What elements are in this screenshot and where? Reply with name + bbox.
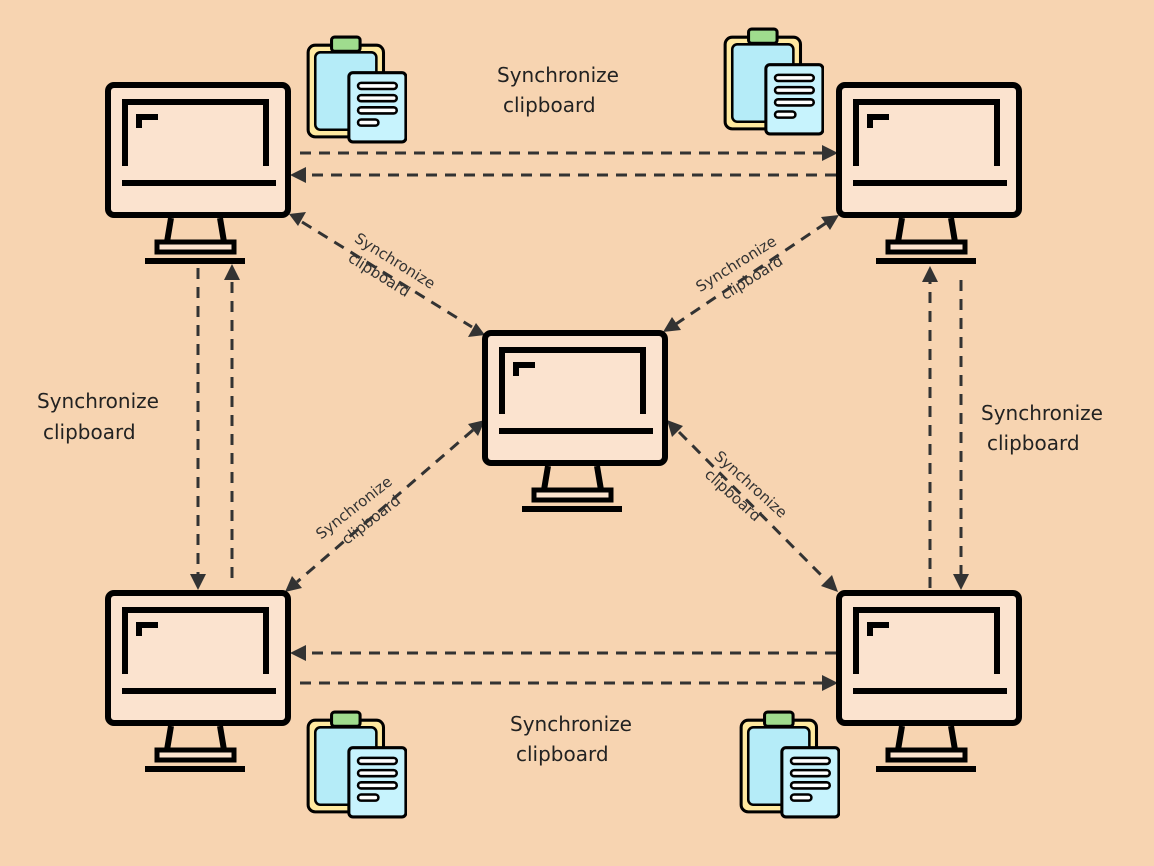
- label-bottom: Synchronize clipboard: [510, 712, 632, 766]
- connector-left-up: [224, 264, 240, 578]
- label-diagonal-top-right: Synchronize clipboard: [693, 232, 786, 304]
- connector-top-to-right: [300, 145, 838, 161]
- label-right: Synchronize clipboard: [981, 401, 1103, 455]
- connector-diagonal-top-right: [663, 215, 839, 332]
- clipboard-icon-top-left: [306, 35, 407, 144]
- computer-top-right-monitor-icon: [839, 85, 1019, 261]
- label-right-line2: clipboard: [987, 431, 1080, 455]
- label-right-line1: Synchronize: [981, 401, 1103, 425]
- clipboard-icon-bottom-left: [306, 710, 407, 819]
- connector-right-down: [953, 280, 969, 590]
- computer-top-left-monitor-icon: [108, 85, 288, 261]
- label-top-line2: clipboard: [503, 93, 596, 117]
- label-left-line1: Synchronize: [37, 389, 159, 413]
- label-bottom-line1: Synchronize: [510, 712, 632, 736]
- label-bottom-line2: clipboard: [516, 742, 609, 766]
- connector-bottom-to-right: [300, 675, 838, 691]
- clipboard-icon-top-right: [723, 27, 824, 136]
- connector-diagonal-bottom-right: [667, 420, 838, 592]
- computer-bottom-left-monitor-icon: [108, 593, 288, 769]
- label-diagonal-bottom-right: Synchronize clipboard: [701, 447, 791, 525]
- label-top: Synchronize clipboard: [497, 63, 619, 117]
- label-left-line2: clipboard: [43, 420, 136, 444]
- connector-bottom-to-left: [290, 645, 836, 661]
- clipboard-icon-bottom-right: [739, 710, 840, 819]
- connector-right-up: [922, 266, 938, 588]
- computer-bottom-right-monitor-icon: [839, 593, 1019, 769]
- connector-diagonal-bottom-left: [285, 420, 485, 592]
- computer-center-monitor-icon: [485, 333, 665, 509]
- connector-top-to-left: [290, 167, 836, 183]
- connector-diagonal-top-left: [289, 212, 485, 337]
- label-diagonal-bottom-left: Synchronize clipboard: [312, 473, 404, 549]
- label-left: Synchronize clipboard: [37, 389, 159, 444]
- label-top-line1: Synchronize: [497, 63, 619, 87]
- connector-left-down: [190, 268, 206, 590]
